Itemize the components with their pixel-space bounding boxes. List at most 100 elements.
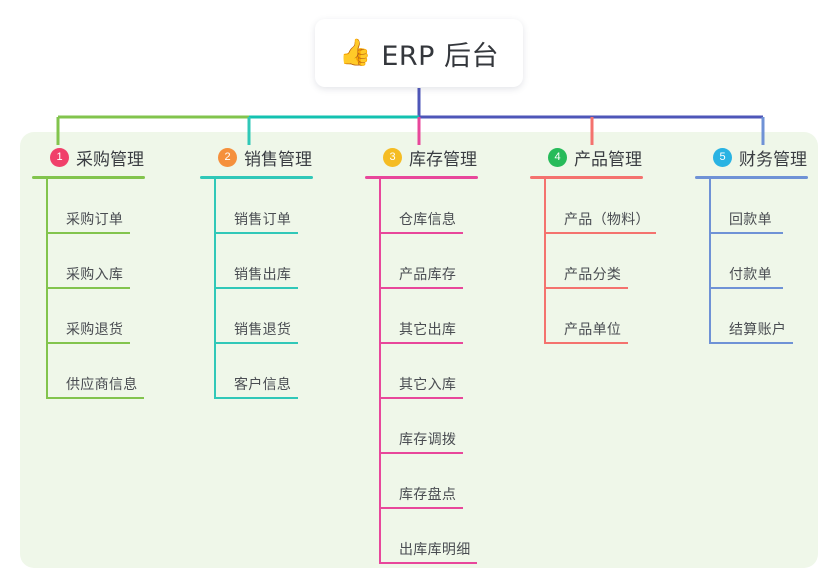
leaf-item-label: 付款单 — [729, 267, 772, 283]
branch-header-5[interactable]: 5 财务管理 — [695, 144, 808, 170]
leaf-item-label: 销售出库 — [234, 267, 292, 283]
branch-items-3: 仓库信息产品库存其它出库其它入库库存调拨库存盘点出库库明细 — [365, 179, 478, 564]
branch-column-5: 5 财务管理 回款单付款单结算账户 — [695, 144, 808, 344]
leaf-item[interactable]: 库存调拨 — [379, 399, 478, 454]
leaf-item-rule — [48, 232, 130, 234]
branch-spine-1 — [46, 179, 48, 399]
leaf-item-label: 采购订单 — [66, 212, 124, 228]
branch-rule-1 — [32, 176, 145, 179]
branch-rule-4 — [530, 176, 643, 179]
branch-badge-4: 4 — [548, 147, 567, 167]
leaf-item-label: 其它出库 — [399, 322, 457, 338]
leaf-item-label: 产品库存 — [399, 267, 457, 283]
leaf-item-label: 库存调拨 — [399, 432, 457, 448]
leaf-item[interactable]: 回款单 — [709, 179, 808, 234]
leaf-item[interactable]: 仓库信息 — [379, 179, 478, 234]
thumbs-up-icon: 👍 — [338, 38, 372, 68]
leaf-item-rule — [711, 232, 783, 234]
leaf-item-rule — [381, 342, 463, 344]
branch-header-4[interactable]: 4 产品管理 — [530, 144, 650, 170]
branch-column-1: 1 采购管理 采购订单采购入库采购退货供应商信息 — [32, 144, 145, 399]
branch-title-4: 产品管理 — [574, 149, 642, 170]
leaf-item[interactable]: 出库库明细 — [379, 509, 478, 564]
leaf-item[interactable]: 产品库存 — [379, 234, 478, 289]
leaf-item-rule — [546, 232, 656, 234]
leaf-item[interactable]: 其它出库 — [379, 289, 478, 344]
leaf-item-rule — [216, 342, 298, 344]
leaf-item[interactable]: 库存盘点 — [379, 454, 478, 509]
leaf-item[interactable]: 产品分类 — [544, 234, 650, 289]
leaf-item[interactable]: 采购入库 — [46, 234, 145, 289]
leaf-item-label: 仓库信息 — [399, 212, 457, 228]
leaf-item-rule — [711, 342, 793, 344]
leaf-item-rule — [381, 452, 463, 454]
branch-title-3: 库存管理 — [409, 149, 477, 170]
leaf-item-label: 库存盘点 — [399, 487, 457, 503]
leaf-item-rule — [48, 397, 144, 399]
branch-badge-2: 2 — [218, 147, 237, 167]
branch-badge-1: 1 — [50, 147, 69, 167]
root-title: ERP 后台 — [381, 40, 500, 72]
branch-title-2: 销售管理 — [244, 149, 312, 170]
leaf-item-label: 回款单 — [729, 212, 772, 228]
branch-rule-3 — [365, 176, 478, 179]
branch-badge-5: 5 — [713, 147, 732, 167]
branch-items-5: 回款单付款单结算账户 — [695, 179, 808, 344]
leaf-item-label: 采购入库 — [66, 267, 124, 283]
leaf-item[interactable]: 采购订单 — [46, 179, 145, 234]
leaf-item[interactable]: 供应商信息 — [46, 344, 145, 399]
leaf-item[interactable]: 付款单 — [709, 234, 808, 289]
branch-spine-4 — [544, 179, 546, 344]
diagram-background-panel — [20, 132, 818, 568]
branch-column-3: 3 库存管理 仓库信息产品库存其它出库其它入库库存调拨库存盘点出库库明细 — [365, 144, 478, 564]
leaf-item-label: 客户信息 — [234, 377, 292, 393]
leaf-item[interactable]: 销售退货 — [214, 289, 313, 344]
branch-header-3[interactable]: 3 库存管理 — [365, 144, 478, 170]
leaf-item-label: 供应商信息 — [66, 377, 138, 393]
root-node[interactable]: 👍 ERP 后台 — [315, 19, 523, 87]
leaf-item-label: 采购退货 — [66, 322, 124, 338]
leaf-item-label: 产品分类 — [564, 267, 622, 283]
leaf-item-rule — [216, 397, 298, 399]
leaf-item-rule — [381, 232, 463, 234]
leaf-item-rule — [711, 287, 783, 289]
leaf-item-rule — [381, 397, 463, 399]
branch-column-4: 4 产品管理 产品（物料） 产品分类产品单位 — [530, 144, 656, 344]
leaf-item-rule — [381, 507, 463, 509]
leaf-item-label: 结算账户 — [729, 322, 787, 338]
leaf-item[interactable]: 客户信息 — [214, 344, 313, 399]
branch-rule-2 — [200, 176, 313, 179]
leaf-item[interactable]: 结算账户 — [709, 289, 808, 344]
leaf-item-rule — [216, 232, 298, 234]
branch-title-5: 财务管理 — [739, 149, 807, 170]
leaf-item-rule — [381, 287, 463, 289]
leaf-item[interactable]: 其它入库 — [379, 344, 478, 399]
leaf-item-label: 产品（物料） — [564, 212, 650, 228]
branch-column-2: 2 销售管理 销售订单销售出库销售退货客户信息 — [200, 144, 313, 399]
leaf-item-rule — [381, 562, 477, 564]
leaf-item-label: 出库库明细 — [399, 542, 471, 558]
branch-header-2[interactable]: 2 销售管理 — [200, 144, 313, 170]
leaf-item[interactable]: 产品（物料） — [544, 179, 656, 234]
branch-items-4: 产品（物料） 产品分类产品单位 — [530, 179, 656, 344]
branch-spine-2 — [214, 179, 216, 399]
leaf-item[interactable]: 采购退货 — [46, 289, 145, 344]
leaf-item-label: 销售退货 — [234, 322, 292, 338]
leaf-item-rule — [48, 287, 130, 289]
branch-header-1[interactable]: 1 采购管理 — [32, 144, 145, 170]
leaf-item-rule — [48, 342, 130, 344]
leaf-item-label: 其它入库 — [399, 377, 457, 393]
leaf-item[interactable]: 销售订单 — [214, 179, 313, 234]
branch-badge-3: 3 — [383, 147, 402, 167]
leaf-item-rule — [546, 287, 628, 289]
leaf-item[interactable]: 产品单位 — [544, 289, 650, 344]
branch-spine-3 — [379, 179, 381, 564]
leaf-item[interactable]: 销售出库 — [214, 234, 313, 289]
branch-items-2: 销售订单销售出库销售退货客户信息 — [200, 179, 313, 399]
leaf-item-rule — [216, 287, 298, 289]
leaf-item-rule — [546, 342, 628, 344]
branch-spine-5 — [709, 179, 711, 344]
leaf-item-label: 销售订单 — [234, 212, 292, 228]
branch-rule-5 — [695, 176, 808, 179]
